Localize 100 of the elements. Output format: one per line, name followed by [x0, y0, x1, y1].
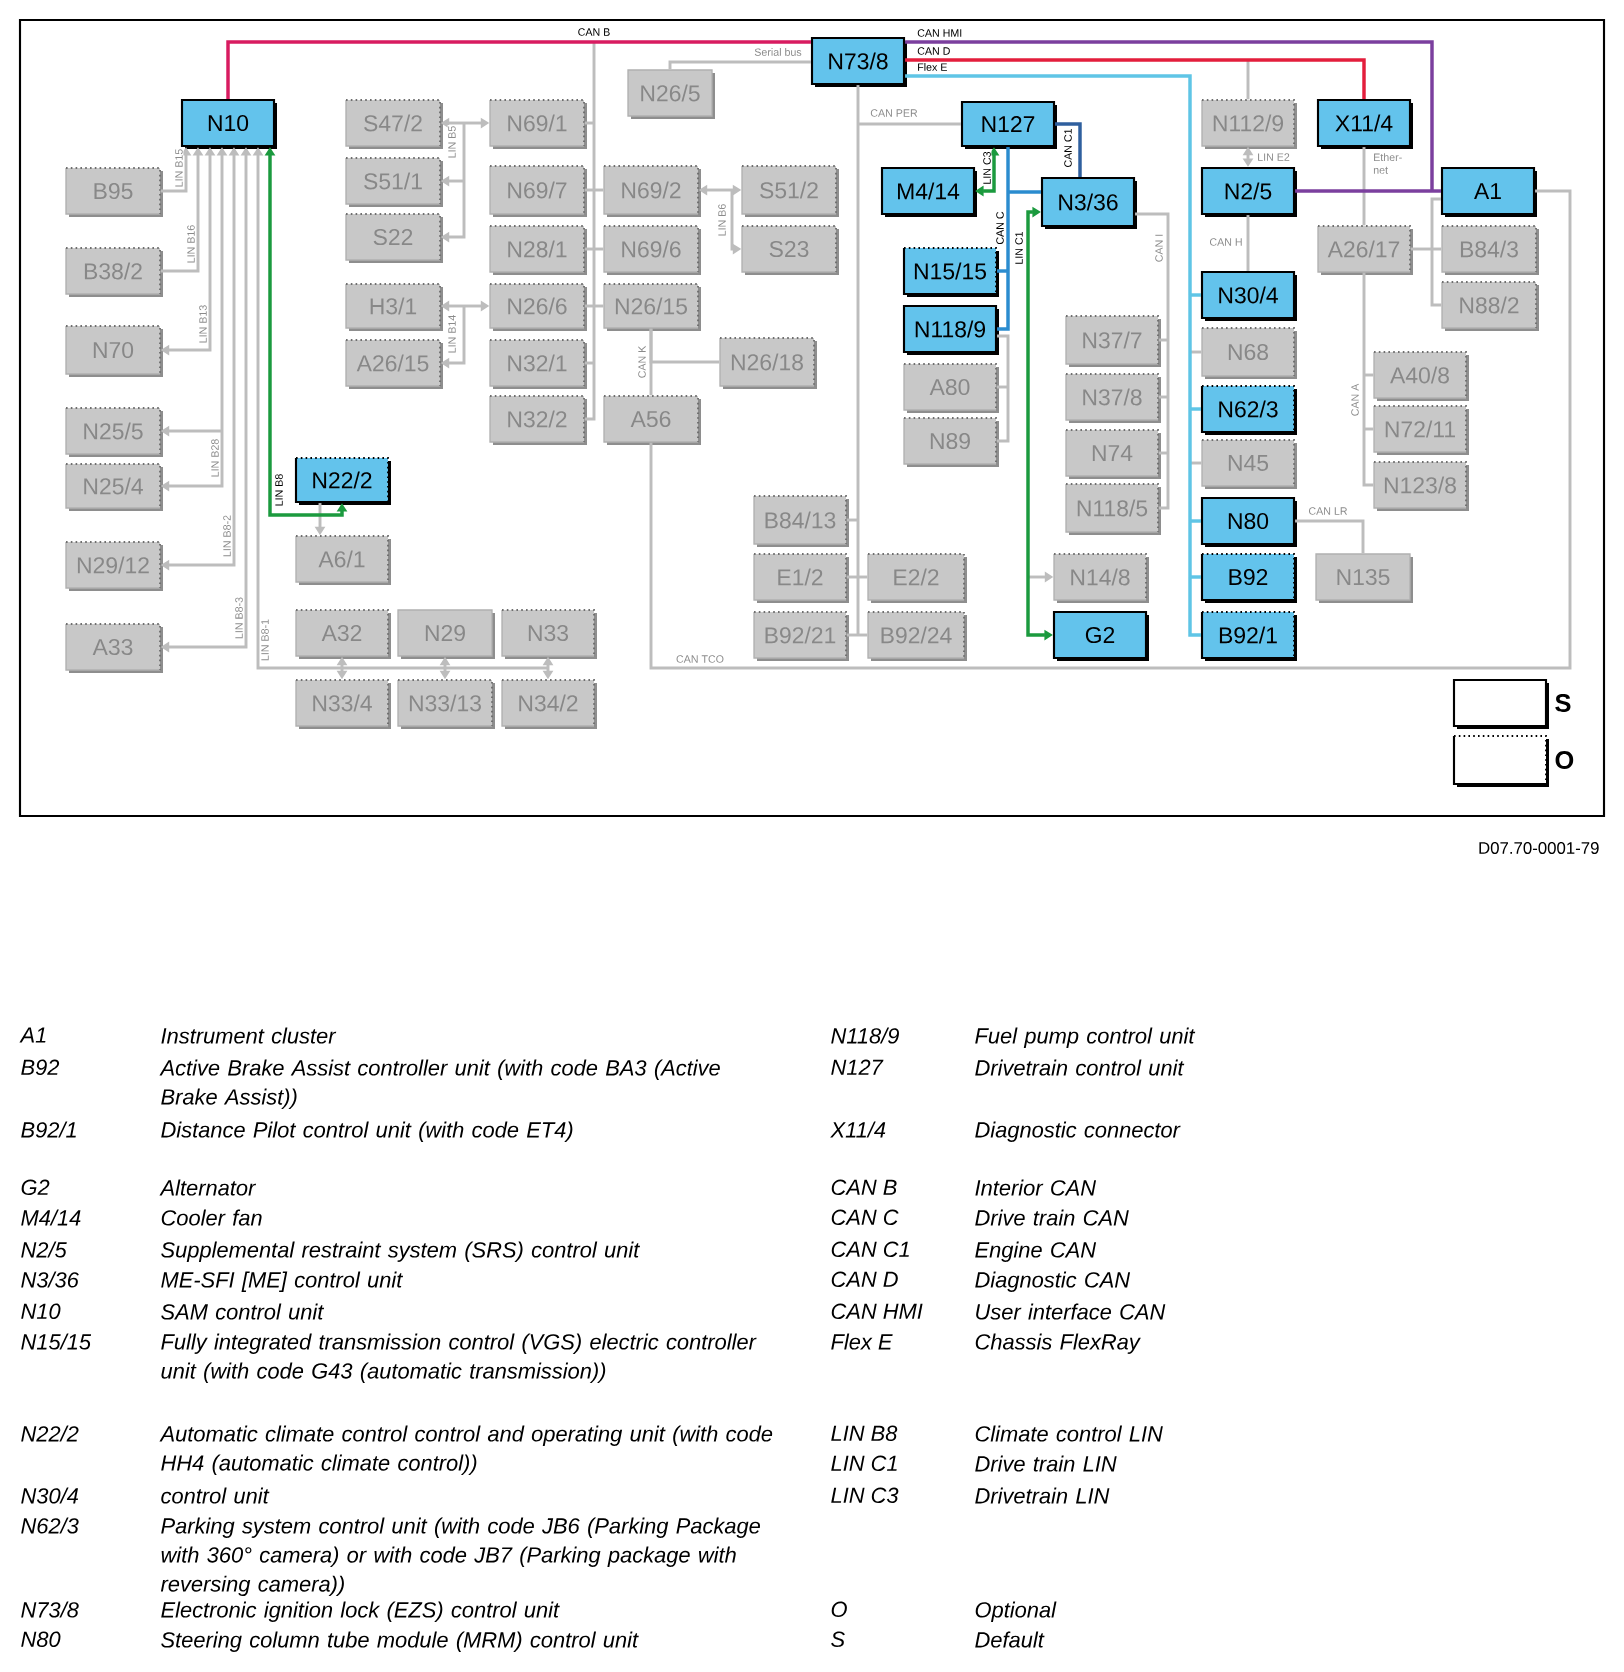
control-unit-box: N25/4	[65, 463, 163, 511]
key-code: N127	[831, 1059, 884, 1075]
bus-line	[1166, 340, 1170, 397]
key-code: Flex E	[831, 1333, 893, 1350]
key-description: Interior CAN	[975, 1179, 1097, 1196]
bus-line	[1188, 295, 1192, 409]
key-description: Diagnostic connector	[975, 1121, 1181, 1142]
control-unit-box: N26/6	[489, 283, 587, 331]
figure-number: D07.70-0001-79	[1479, 842, 1599, 854]
control-unit-box: N33/13	[397, 679, 495, 729]
bus-line	[996, 385, 1008, 389]
control-unit-box: N127	[960, 100, 1057, 149]
key-description: Climate control LIN	[975, 1425, 1163, 1442]
bus-line	[462, 123, 466, 181]
bus-line	[1410, 247, 1432, 251]
control-unit-box: A26/17	[1317, 225, 1413, 275]
control-unit-box: N69/2	[603, 165, 701, 217]
key-description: Drive train CAN	[975, 1209, 1129, 1226]
bus-line	[905, 74, 1192, 295]
control-unit-box: N118/9	[902, 304, 999, 355]
control-unit-box: M4/14	[880, 166, 977, 217]
key-description: Drive train LIN	[975, 1455, 1117, 1472]
bus-line	[1364, 373, 1374, 377]
key-description: Fully integrated transmission control (VGS) electric controller unit (with code G43 (automatic transmission))	[161, 1333, 757, 1383]
key-description: Distance Pilot control unit (with code ET4)	[161, 1121, 573, 1142]
bus-line	[445, 666, 548, 670]
bus-line	[858, 633, 868, 637]
bus-line	[1190, 293, 1201, 297]
control-unit-box: B38/2	[65, 247, 163, 297]
bus-line	[1190, 519, 1201, 523]
bus-line	[846, 518, 858, 522]
key-description: Electronic ignition lock (EZS) control unit	[161, 1601, 560, 1622]
bus-line	[846, 633, 858, 637]
control-unit-box: N88/2	[1441, 281, 1539, 331]
key-description: Chassis FlexRay	[975, 1333, 1141, 1354]
control-unit-box: B92/1	[1200, 611, 1297, 661]
key-code: LIN C3	[831, 1487, 899, 1503]
bus-line	[1188, 521, 1192, 577]
control-unit-box: N2/5	[1200, 166, 1297, 217]
control-unit-box: N26/5	[627, 69, 715, 119]
control-unit-box: S22	[345, 213, 443, 263]
control-unit-box: N73/8	[810, 36, 907, 87]
bus-line	[1166, 397, 1170, 453]
control-unit-box: N32/1	[489, 339, 587, 389]
key-code: B92/1	[21, 1121, 76, 1138]
key-description: Engine CAN	[975, 1241, 1097, 1262]
key-description: control unit	[161, 1487, 270, 1504]
bus-line	[1362, 429, 1374, 487]
control-unit-box: S51/2	[741, 165, 839, 217]
control-unit-box: A33	[65, 623, 163, 673]
control-unit-box: A32	[295, 609, 391, 659]
control-unit-box: N29/12	[65, 541, 163, 591]
key-description: User interface CAN	[976, 1303, 1166, 1320]
key-code: LIN C1	[831, 1455, 897, 1471]
control-unit-box: N10	[180, 98, 277, 149]
bus-line	[584, 188, 594, 192]
key-description: Diagnostic CAN	[975, 1271, 1131, 1292]
control-unit-box: A56	[603, 395, 701, 445]
bus-line	[1295, 519, 1365, 554]
key-description: SAM control unit	[161, 1303, 325, 1320]
control-unit-box: A40/8	[1373, 351, 1469, 401]
key-code: CAN C1	[831, 1241, 909, 1257]
key-code: S	[831, 1631, 845, 1647]
control-unit-box: H3/1	[345, 283, 443, 331]
control-unit-box: N26/18	[719, 337, 817, 389]
bus-line	[856, 85, 860, 124]
control-unit-box: S51/1	[345, 157, 443, 207]
key-description: Fuel pump control unit	[975, 1027, 1196, 1048]
control-unit-box: E1/2	[753, 553, 849, 603]
key-description: Automatic climate control control and operating unit (with code HH4 (automatic climate control))	[159, 1425, 773, 1475]
control-unit-box: N135	[1315, 553, 1413, 603]
bus-line	[856, 577, 860, 635]
key-code: N15/15	[21, 1333, 92, 1350]
bus-line	[1055, 122, 1082, 177]
key-description: Active Brake Assist controller unit (with code BA3 (Active Brake Assist))	[159, 1059, 720, 1109]
bus-line	[1362, 272, 1366, 375]
legend-label: O	[1555, 751, 1574, 769]
key-description: Default	[975, 1631, 1045, 1648]
bus-line	[1362, 147, 1366, 226]
bus-line	[1158, 338, 1168, 342]
key-code: X11/4	[830, 1121, 886, 1138]
control-unit-box: N34/2	[501, 679, 597, 729]
bus-line	[1135, 212, 1170, 340]
bus-line	[584, 247, 594, 251]
bus-line	[846, 575, 858, 579]
bus-line	[1432, 189, 1441, 193]
control-unit-box: N33	[501, 609, 597, 659]
control-unit-box: B84/13	[753, 495, 849, 547]
bus-line	[592, 306, 596, 363]
bus-line	[1158, 395, 1168, 399]
control-unit-box: N72/11	[1373, 405, 1469, 455]
control-unit-box: N89	[903, 417, 999, 467]
key-code: O	[831, 1601, 847, 1617]
key-description: Supplemental restraint system (SRS) control unit	[161, 1241, 640, 1262]
bus-line	[997, 334, 1010, 387]
control-unit-box: N3/36	[1040, 176, 1137, 229]
control-unit-box: N33/4	[295, 679, 391, 729]
bus-line	[856, 520, 860, 577]
key-code: N73/8	[21, 1601, 79, 1618]
bus-line	[1190, 407, 1201, 411]
